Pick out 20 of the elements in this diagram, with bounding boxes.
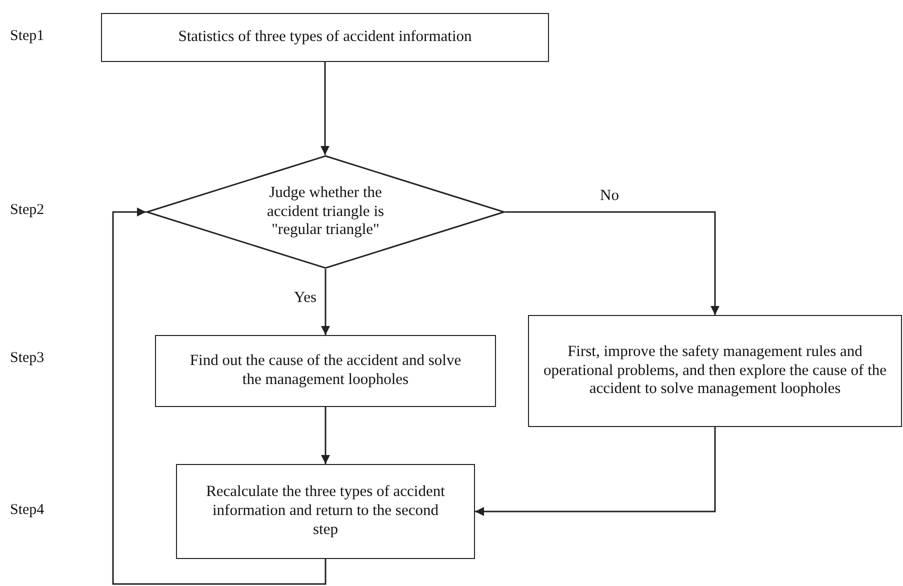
step-label: Step4 [10,502,44,519]
step-label: Step1 [10,28,44,45]
node-text: First, improve the safety management rules and operational problems, and then explore the cause of the accident to solve management loopholes [542,342,888,400]
arrow [320,62,330,155]
arrow [321,407,330,464]
node-text: Judge whether the accident triangle is "regular triangle" [266,184,386,240]
step-label: Step3 [10,350,44,367]
process-box [101,13,549,62]
arrow [112,208,326,585]
arrow [321,269,330,335]
decision-diamond [146,155,505,269]
node-text: Find out the cause of the accident and solve the management loopholes [188,352,462,390]
node-text: Statistics of three types of accident information [178,28,472,47]
arrow [475,427,716,516]
process-box [176,464,475,559]
process-box [528,315,902,427]
step-label: Step2 [10,202,44,219]
process-box [155,335,496,407]
arrow [505,211,720,315]
node-text: Recalculate the three types of accident information and return to the second step [205,483,446,540]
